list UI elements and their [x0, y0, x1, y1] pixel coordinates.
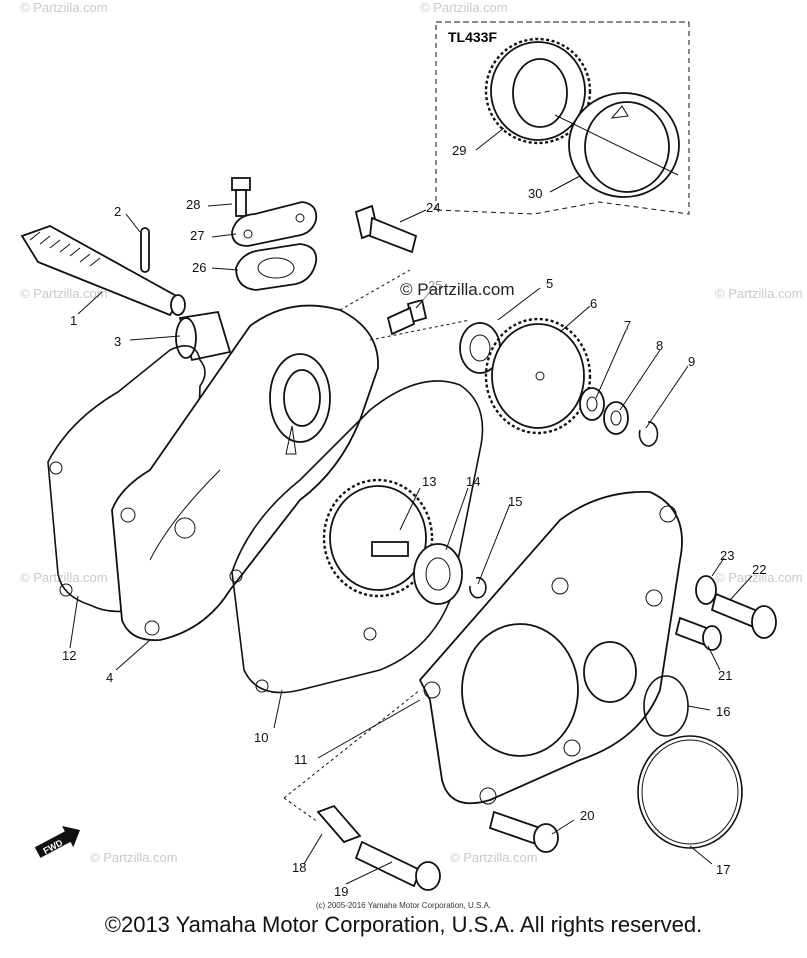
- callout-8: 8: [656, 338, 663, 353]
- gear-13: [322, 478, 434, 598]
- gasket-10: [229, 380, 484, 694]
- callout-29: 29: [452, 143, 466, 158]
- clip-15: [469, 576, 487, 599]
- clip-9: [638, 421, 659, 447]
- shaft-1: [20, 225, 186, 317]
- screw-28: [231, 177, 251, 217]
- brand-watermark: © Partzilla.com: [400, 280, 515, 300]
- gasket-26: [235, 243, 318, 291]
- callout-3: 3: [114, 334, 121, 349]
- plate-27: [231, 201, 318, 247]
- callout-13: 13: [422, 474, 436, 489]
- bushing-3: [175, 310, 232, 362]
- bolt-25: [386, 298, 428, 336]
- watermark-text: © Partzilla.com: [20, 0, 108, 15]
- callout-30: 30: [528, 186, 542, 201]
- kit-inset: TL433F: [435, 21, 690, 215]
- callout-11: 11: [294, 752, 308, 767]
- pin-2: [140, 227, 150, 273]
- callout-17: 17: [716, 862, 730, 877]
- callout-12: 12: [62, 648, 76, 663]
- watermark-text: © Partzilla.com: [715, 286, 803, 301]
- callout-9: 9: [688, 354, 695, 369]
- bolt-20: [488, 810, 559, 853]
- leader-lines: [69, 127, 753, 885]
- housing-4: [111, 304, 379, 642]
- callout-24: 24: [426, 200, 440, 215]
- gasket-12: [47, 344, 206, 613]
- oring-17: [637, 735, 743, 849]
- callout-7: 7: [624, 318, 631, 333]
- collar-30: [554, 92, 680, 198]
- background-watermarks: © Partzilla.com © Partzilla.com © Partzi…: [20, 0, 803, 865]
- bolt-19: [354, 840, 441, 891]
- callout-10: 10: [254, 730, 268, 745]
- callout-2: 2: [114, 204, 121, 219]
- callout-4: 4: [106, 670, 113, 685]
- washer-8: [603, 401, 629, 435]
- watermark-text: © Partzilla.com: [715, 570, 803, 585]
- callout-26: 26: [192, 260, 206, 275]
- small-credit-line: (c) 2005-2016 Yamaha Motor Corporation, …: [315, 901, 492, 910]
- callout-6: 6: [590, 296, 597, 311]
- watermark-text: © Partzilla.com: [90, 850, 178, 865]
- bearing-14: [413, 543, 463, 605]
- bolt-24: [354, 204, 418, 254]
- dowel-18: [316, 804, 362, 844]
- kit-label: TL433F: [448, 29, 497, 45]
- callout-27: 27: [190, 228, 204, 243]
- callout-23: 23: [720, 548, 734, 563]
- watermark-text: © Partzilla.com: [20, 570, 108, 585]
- callout-14: 14: [466, 474, 480, 489]
- copyright-footer: ©2013 Yamaha Motor Corporation, U.S.A. A…: [104, 912, 703, 937]
- gear-29: [484, 37, 592, 145]
- watermark-text: © Partzilla.com: [450, 850, 538, 865]
- watermark-text: © Partzilla.com: [420, 0, 508, 15]
- callout-21: 21: [718, 668, 732, 683]
- bolt-22: [710, 592, 777, 639]
- callout-5: 5: [546, 276, 553, 291]
- callout-28: 28: [186, 197, 200, 212]
- callout-15: 15: [508, 494, 522, 509]
- bolt-21: [674, 616, 722, 651]
- callout-1: 1: [70, 313, 77, 328]
- callout-19: 19: [334, 884, 348, 899]
- callout-16: 16: [716, 704, 730, 719]
- fwd-arrow: FWD: [34, 826, 81, 858]
- washer-7: [579, 387, 605, 421]
- callout-numbers: 1 2 3 4 5 6 7 8 9 10 11 12 13 14 15 16 1…: [62, 143, 766, 899]
- watermark-text: © Partzilla.com: [20, 286, 108, 301]
- callout-20: 20: [580, 808, 594, 823]
- cover-11: [418, 491, 683, 805]
- washer-23: [695, 575, 717, 605]
- callout-18: 18: [292, 860, 306, 875]
- callout-22: 22: [752, 562, 766, 577]
- gear-6: [484, 317, 592, 435]
